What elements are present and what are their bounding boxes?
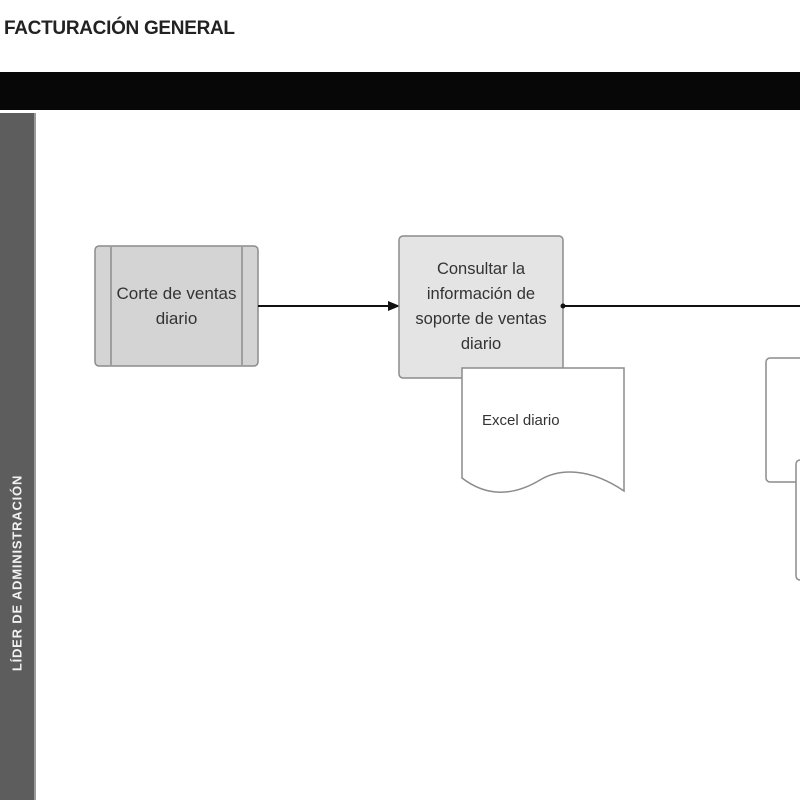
swimlane-divider: [34, 113, 36, 800]
consultar-label: Consultar la información de soporte de v…: [415, 260, 547, 353]
connector-dot: [560, 303, 566, 309]
corte-ventas-label: Corte de ventas diario: [116, 284, 237, 328]
excel-document-node[interactable]: [461, 367, 625, 493]
swimlane-header: LÍDER DE ADMINISTRACIÓN: [0, 113, 34, 800]
excel-document-label: Excel diario: [482, 411, 560, 429]
page-title: FACTURACIÓN GENERAL: [4, 18, 235, 39]
offscreen-node-partial: [765, 357, 800, 581]
pool-header-band: [0, 72, 800, 110]
